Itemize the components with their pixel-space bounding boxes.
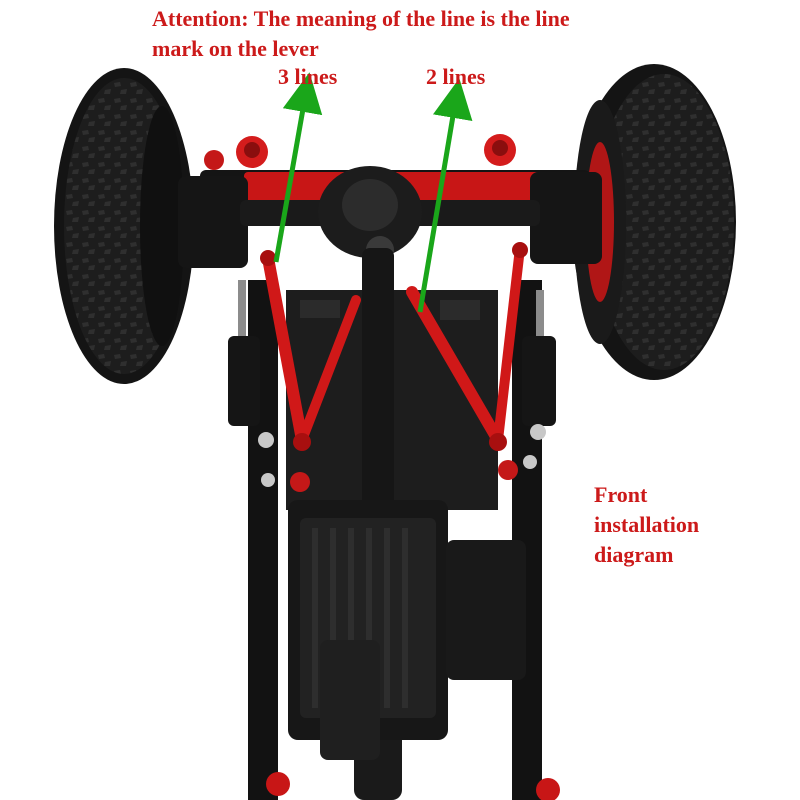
attention-note: Attention: The meaning of the line is th… [152, 4, 712, 64]
suspension-levers [260, 242, 528, 492]
front-caption-line-2: installation [594, 512, 700, 537]
right-tire [572, 64, 736, 380]
attention-line-1: Attention: The meaning of the line is th… [152, 6, 570, 31]
annotation-arrows [273, 72, 473, 313]
attention-line-2: mark on the lever [152, 36, 319, 61]
shock-absorbers [228, 280, 556, 426]
arrow-3-lines [273, 72, 323, 263]
front-installation-caption: Front installation diagram [594, 480, 699, 570]
battery-box [288, 500, 526, 760]
front-caption-line-3: diagram [594, 542, 674, 567]
bolts [258, 424, 546, 487]
left-tire [54, 68, 194, 384]
three-lines-label: 3 lines [278, 64, 338, 89]
two-lines-label: 2 lines [426, 64, 486, 89]
front-axle [240, 166, 540, 264]
steering-knuckles [178, 172, 602, 268]
rear-fittings [266, 772, 560, 800]
arrow-2-lines [417, 78, 473, 313]
front-caption-line-1: Front [594, 482, 648, 507]
